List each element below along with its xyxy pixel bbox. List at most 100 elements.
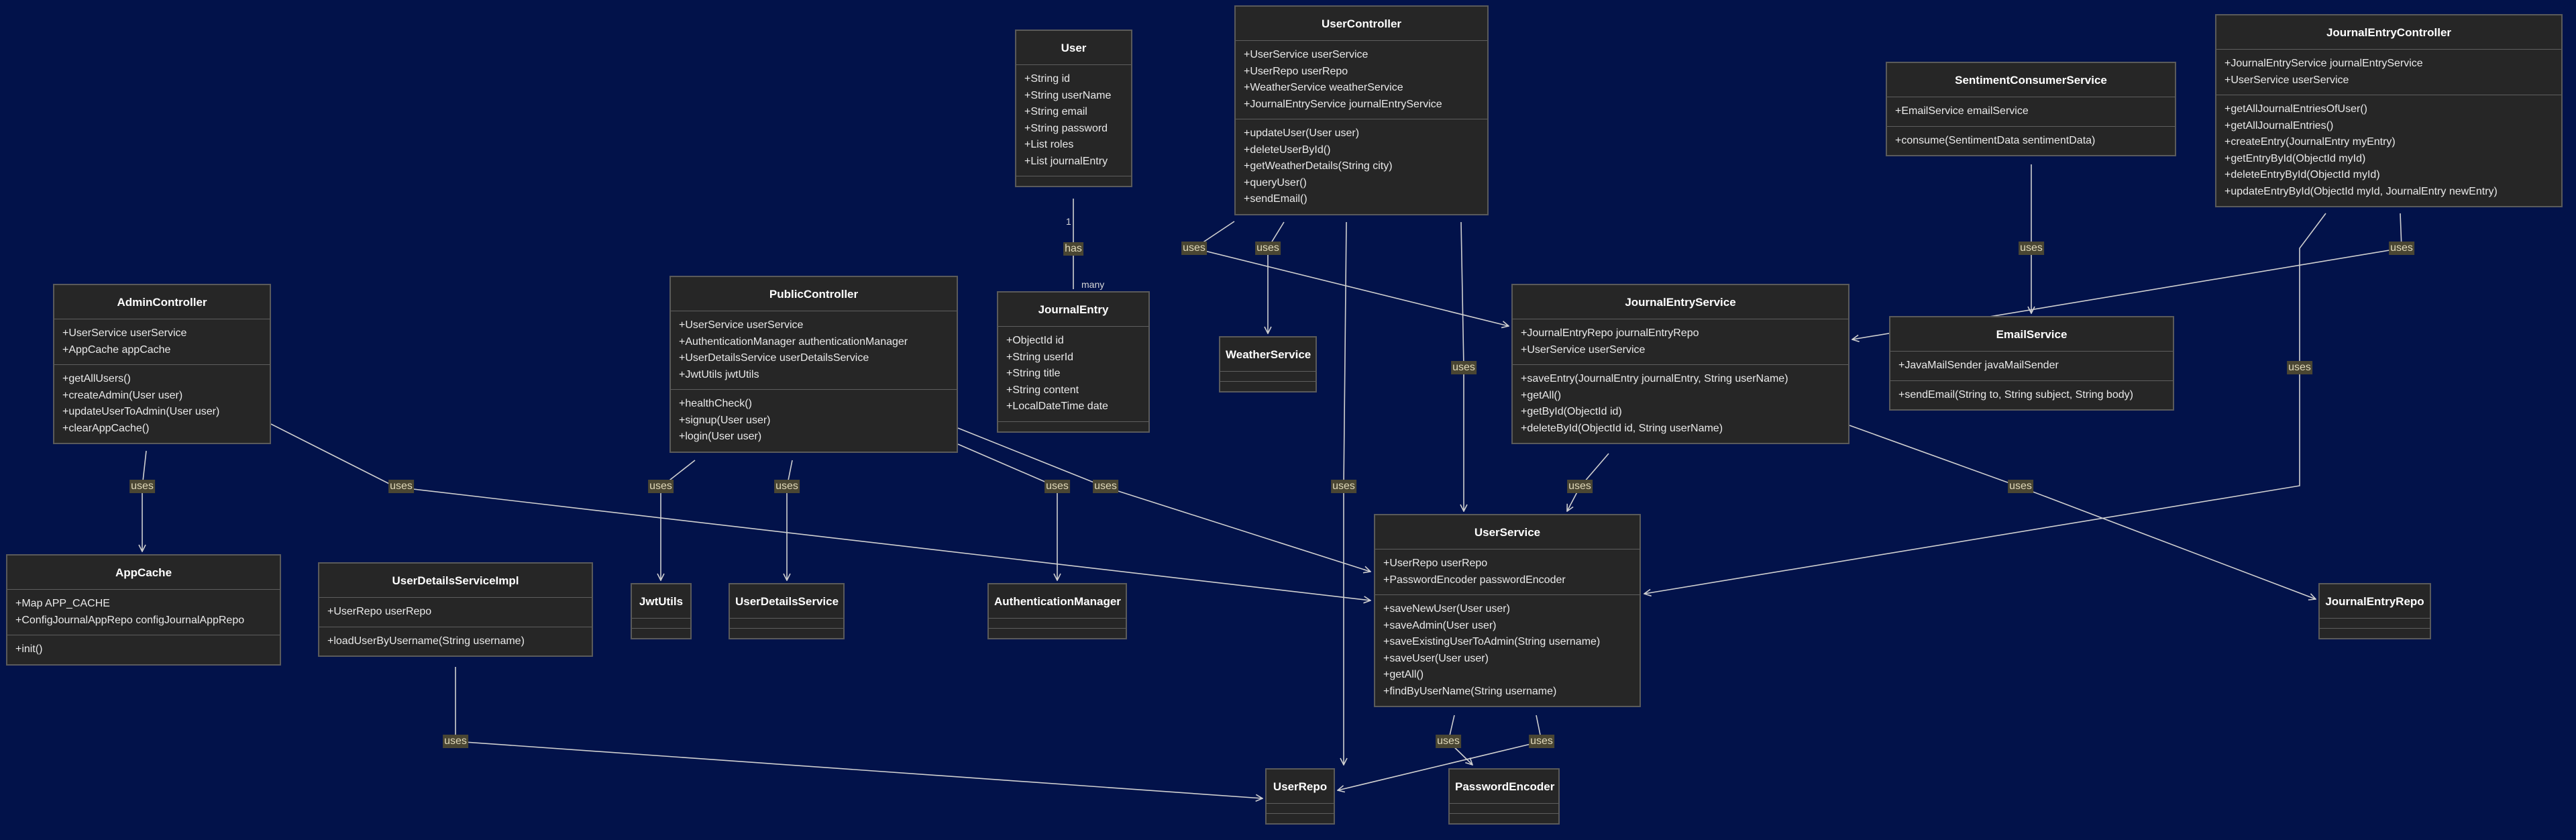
class-box-password-encoder: PasswordEncoder (1448, 768, 1560, 825)
fields-row: +UserRepo userRepo (1383, 558, 1488, 569)
methods-row: +createEntry(JournalEntry myEntry) (2224, 136, 2396, 148)
class-box-sentiment-consumer-service: SentimentConsumerService +EmailService em… (1886, 62, 2176, 156)
class-box-user: User+String id+String userName+String em… (1015, 30, 1132, 187)
fields-row: +UserRepo userRepo (327, 606, 432, 617)
class-title: JwtUtils (632, 584, 690, 619)
fields-row: +JwtUtils jwtUtils (679, 368, 759, 380)
fields-row: +UserService userService (679, 319, 804, 331)
class-title: AuthenticationManager (989, 584, 1126, 619)
methods-row: +init() (15, 643, 43, 655)
class-box-user-details-service-impl: UserDetailsServiceImpl+UserRepo userRepo… (318, 562, 593, 657)
edge-label: uses (2019, 242, 2044, 255)
fields-section: +Map APP_CACHE+ConfigJournalAppRepo conf… (7, 590, 280, 635)
methods-row: +consume(SentimentData sentimentData) (1895, 134, 2096, 146)
fields-section: +UserService userService+UserRepo userRe… (1236, 41, 1487, 119)
class-box-user-details-service: UserDetailsService (729, 583, 845, 639)
fields-row: +UserService userService (2224, 74, 2349, 86)
edge-label: uses (1529, 735, 1554, 748)
methods-section: +getAllJournalEntriesOfUser() +getAllJour… (2216, 95, 2561, 206)
methods-section: +getAllUsers()+createAdmin(User user)+up… (54, 365, 270, 443)
fields-row: +List journalEntry (1024, 155, 1108, 167)
methods-row: +deleteUserById() (1244, 144, 1331, 156)
methods-row: +getAllJournalEntriesOfUser() (2224, 103, 2367, 115)
fields-row: +JournalEntryService journalEntryService (1244, 98, 1442, 110)
methods-section: +consume(SentimentData sentimentData) (1887, 127, 2175, 156)
class-title: UserDetailsService (730, 584, 843, 619)
methods-row: +healthCheck() (679, 398, 752, 409)
class-title: AdminController (54, 285, 270, 319)
methods-row: +getAll() (1521, 389, 1562, 401)
class-box-jwt-utils: JwtUtils (631, 583, 692, 639)
methods-row: +deleteEntryById(ObjectId myId) (2224, 169, 2380, 180)
class-title: UserRepo (1267, 770, 1334, 804)
class-title: JournalEntryRepo (2320, 584, 2430, 619)
class-title: UserController (1236, 7, 1487, 41)
fields-row: +JavaMailSender javaMailSender (1898, 360, 2059, 371)
methods-row: +sendEmail(String to, String subject, St… (1898, 388, 2133, 401)
class-box-email-service: EmailService+JavaMailSender javaMailSend… (1889, 316, 2174, 411)
methods-row: +updateUser(User user) (1244, 127, 1360, 139)
class-box-user-controller: UserController+UserService userService+U… (1234, 5, 1489, 215)
class-box-public-controller: PublicController+UserService userService… (669, 276, 958, 453)
methods-section: +saveEntry(JournalEntry journalEntry, St… (1513, 365, 1848, 443)
fields-section: +UserRepo userRepo (319, 598, 592, 627)
methods-section (1016, 176, 1131, 186)
fields-section: +EmailService emailService (1887, 97, 2175, 127)
edge-label: uses (1255, 242, 1281, 255)
class-box-journal-entry-service: JournalEntryService+JournalEntryRepo jou… (1511, 284, 1849, 444)
edge-label: uses (2389, 242, 2414, 255)
fields-section (1450, 804, 1558, 814)
edge-label: uses (774, 480, 800, 493)
fields-section (730, 619, 843, 629)
fields-row: +JournalEntryService journalEntryService (2224, 58, 2423, 69)
class-box-authentication-manager: AuthenticationManager (987, 583, 1127, 639)
methods-row: +getWeatherDetails(String city) (1244, 160, 1393, 172)
methods-row: +saveUser(User user) (1383, 652, 1489, 664)
class-title: SentimentConsumerService (1887, 63, 2175, 97)
class-box-user-service: UserService+UserRepo userRepo+PasswordEn… (1374, 514, 1641, 707)
edge-label: has (1063, 242, 1083, 256)
fields-section: +JournalEntryRepo journalEntryRepo +UserS… (1513, 319, 1848, 365)
fields-row: +String userId (1006, 351, 1074, 363)
fields-row: +UserService userService (62, 327, 187, 339)
edge-label: uses (388, 480, 414, 493)
methods-row: +getAll() (1383, 669, 1424, 680)
fields-row: +String id (1024, 73, 1071, 85)
class-title: PublicController (671, 277, 957, 311)
fields-section: +String id+String userName+String email+… (1016, 65, 1131, 176)
methods-row: +getAllUsers() (62, 373, 131, 384)
methods-section (730, 629, 843, 638)
fields-section (2320, 619, 2430, 629)
methods-section (1450, 814, 1558, 823)
class-box-weather-service: WeatherService (1219, 336, 1317, 392)
class-title: User (1016, 31, 1131, 65)
fields-row: +PasswordEncoder passwordEncoder (1383, 574, 1566, 586)
fields-section: +JournalEntryService journalEntryService… (2216, 50, 2561, 95)
fields-row: +String content (1006, 384, 1079, 396)
methods-row: +signup(User user) (679, 414, 771, 426)
methods-row: +clearAppCache() (62, 422, 150, 434)
fields-section: +JavaMailSender javaMailSender (1890, 352, 2173, 381)
fields-row: +EmailService emailService (1895, 105, 2029, 117)
methods-row: +saveEntry(JournalEntry journalEntry, St… (1521, 373, 1788, 384)
fields-section (632, 619, 690, 629)
methods-section: +sendEmail(String to, String subject, St… (1890, 381, 2173, 410)
class-box-user-repo: UserRepo (1265, 768, 1335, 825)
edge-label: uses (1331, 480, 1356, 493)
fields-section: +UserService userService+AppCache appCac… (54, 319, 270, 365)
edge-label: uses (1451, 361, 1477, 374)
class-box-journal-entry-repo: JournalEntryRepo (2318, 583, 2431, 639)
edge-label: uses (1044, 480, 1070, 493)
methods-row: +getById(ObjectId id) (1521, 406, 1622, 417)
methods-row: +getAllJournalEntries() (2224, 119, 2334, 132)
methods-row: +login(User user) (679, 431, 762, 442)
fields-row: +JournalEntryRepo journalEntryRepo (1521, 327, 1699, 339)
methods-row: +deleteById(ObjectId id, String userName… (1521, 422, 1723, 434)
fields-row: +String userName (1024, 89, 1112, 101)
fields-row: +UserService userService (1521, 344, 1646, 356)
fields-section (1220, 372, 1316, 382)
methods-row: +saveAdmin(User user) (1383, 619, 1497, 631)
fields-section: +UserService userService+AuthenticationM… (671, 311, 957, 390)
edge-public-controller-to-user-details-service (787, 460, 793, 580)
methods-row: +saveNewUser(User user) (1383, 603, 1510, 615)
